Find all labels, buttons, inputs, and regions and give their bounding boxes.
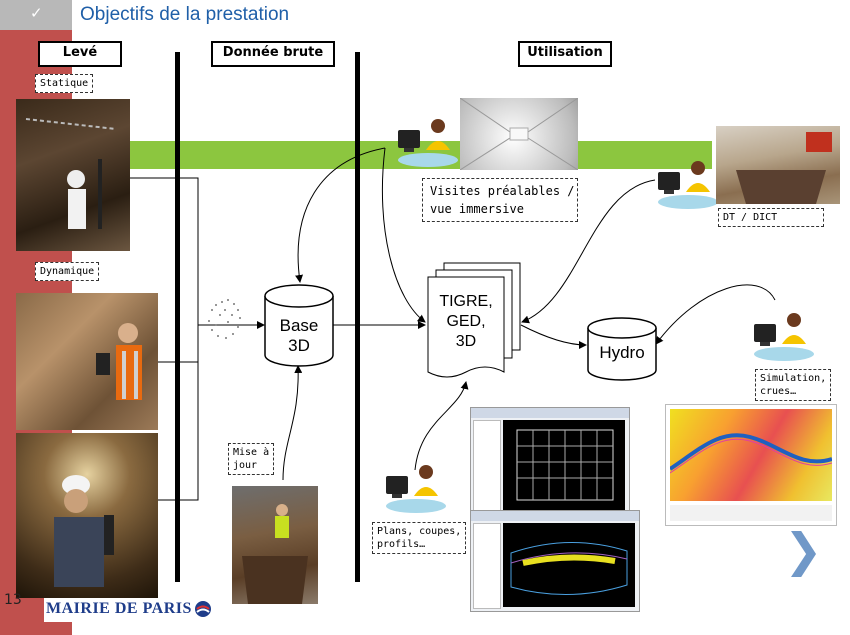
arrow-dt-to-tigre [521,179,656,324]
header-utilisation: Utilisation [518,41,612,67]
separator-left [175,52,180,582]
node-hydro-label: Hydro [599,343,645,362]
tag-statique: Statique [35,74,94,93]
tag-mise-a-jour: Mise à jour [228,443,275,475]
photo-street-works [716,126,840,204]
separator-right [355,52,360,582]
tag-plans-coupes: Plans, coupes, profils… [372,522,467,554]
node-base3d-label: Base 3D [279,316,319,355]
photo-excavation [232,486,318,604]
arrow-sim-to-hydro [655,284,776,345]
checkmark-icon: ✓ [30,4,43,22]
point-cloud-icon [208,299,241,339]
node-tigre-label: TIGRE, GED, 3D [439,293,493,350]
operator-workstation-icon [392,116,458,168]
tag-dt-dict: DT / DICT [718,208,824,227]
tag-dynamique: Dynamique [35,262,100,281]
tag-simulation: Simulation, crues… [755,369,832,401]
arrow-visites-to-tigre [381,147,426,323]
operator-workstation-icon [748,310,814,362]
tigre-documents [427,262,521,378]
page-number: 13 [4,592,22,608]
operator-workstation-icon [380,462,446,514]
header-leve: Levé [38,41,122,67]
immersive-view-image [460,98,578,170]
next-slide-chevron-icon[interactable]: ❯ [784,523,823,577]
mairie-logo-backdrop [44,598,214,622]
left-band-top [0,0,72,30]
mairie-logo-emblem-icon [194,600,212,618]
photo-tunnel-survey [16,433,158,598]
flood-simulation-map [665,404,837,526]
tag-visites-prealables: Visites préalables / vue immersive [422,178,578,222]
header-donnee-brute: Donnée brute [211,41,335,67]
arrow-visites-to-base [295,147,386,283]
base3d-cylinder [264,284,334,367]
arrow-tigre-to-hydro [520,324,587,349]
hydro-cylinder [587,317,657,381]
photo-static-survey [16,99,130,251]
screenshot-tunnel-cloud [470,510,640,612]
photo-dynamic-survey [16,293,158,430]
page-title: Objectifs de la prestation [80,4,290,25]
operator-workstation-icon [652,158,718,210]
mairie-de-paris-logo: MAIRIE DE PARIS [46,600,192,617]
arrow-maj-to-base [282,365,303,481]
arrow-plans-to-tigre [414,381,469,471]
screenshot-building-facade [470,407,630,517]
